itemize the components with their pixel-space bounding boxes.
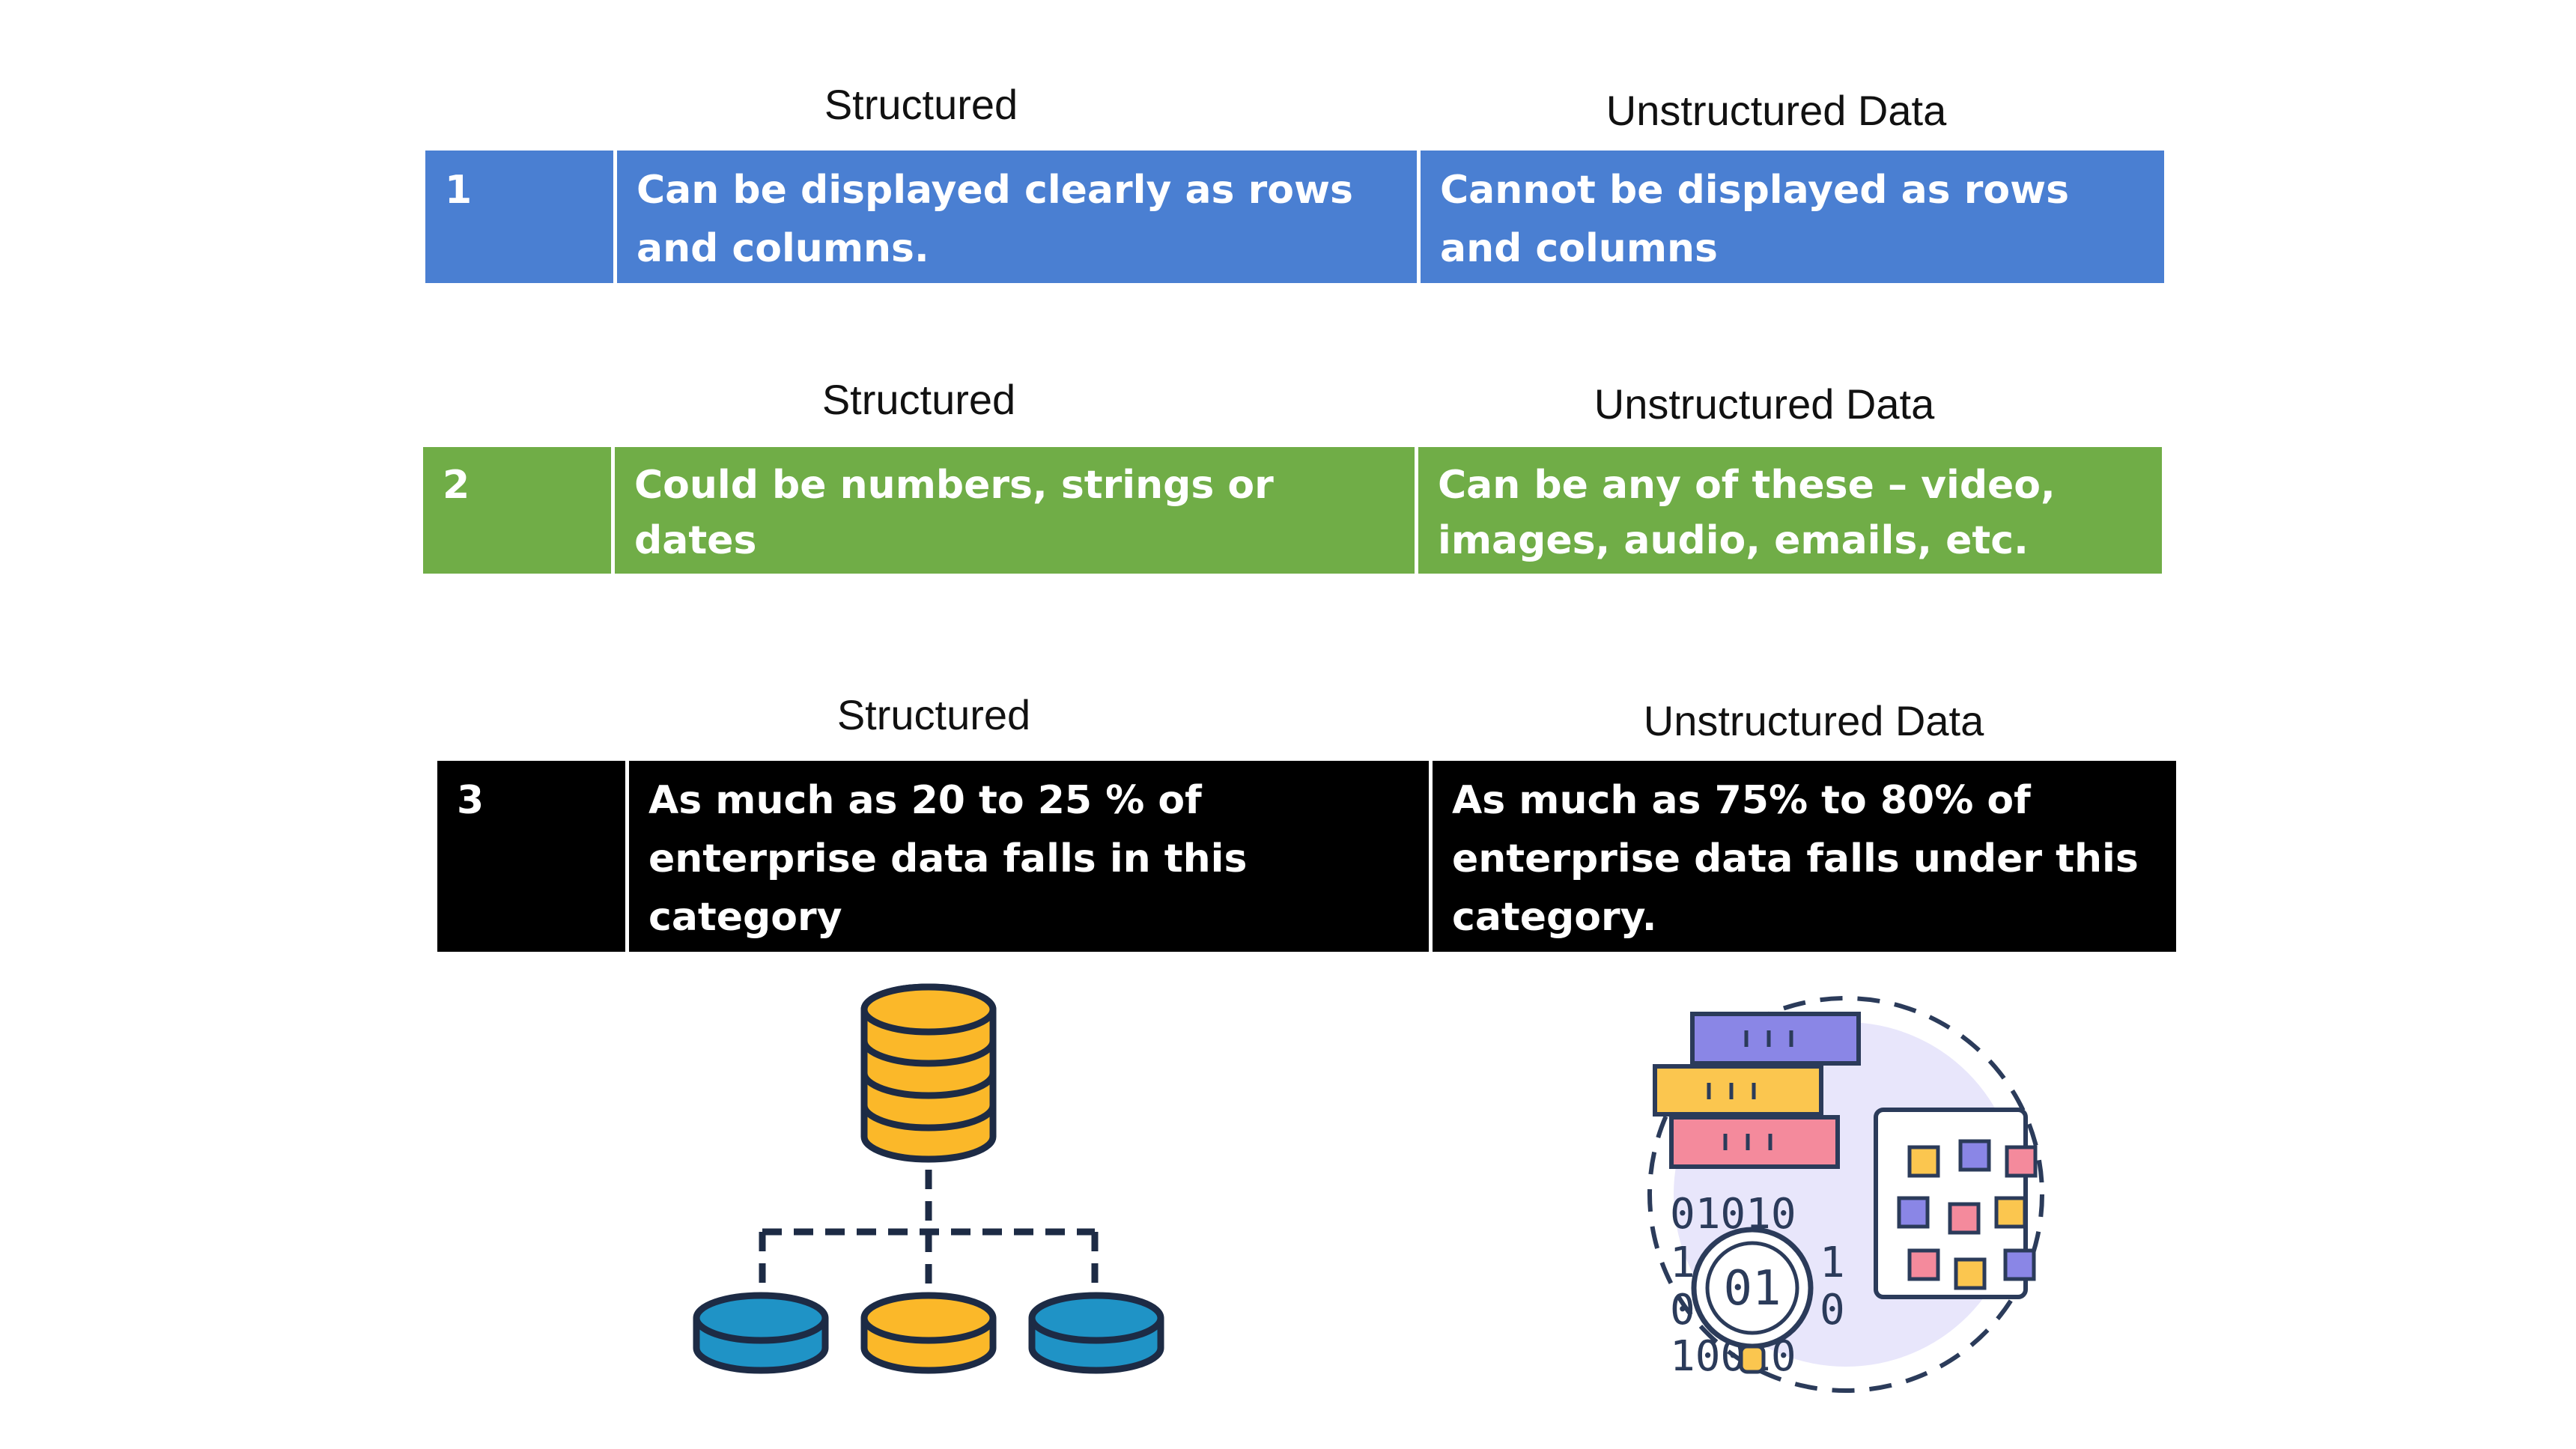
connector-lines (759, 1170, 1099, 1295)
section-2-structured-heading: Structured (821, 376, 1016, 423)
stacked-bars (1653, 1012, 1861, 1169)
section-2-number: 2 (423, 447, 615, 574)
section-1-row: 1 Can be displayed clearly as rows and c… (425, 151, 2164, 283)
database-hierarchy-icon (693, 983, 1164, 1374)
section-2-row: 2 Could be numbers, strings or dates Can… (423, 447, 2162, 574)
section-2-structured-text: Could be numbers, strings or dates (615, 447, 1418, 574)
section-3-number: 3 (437, 761, 629, 952)
section-3-row: 3 As much as 20 to 25 % of enterprise da… (437, 761, 2176, 952)
section-3-unstructured-text: As much as 75% to 80% of enterprise data… (1452, 778, 2139, 940)
section-1-unstructured-heading: Unstructured Data (1606, 87, 1947, 134)
lens-text: 01 (1723, 1261, 1781, 1316)
binary-row-2b: 1 (1820, 1239, 1845, 1287)
unstructured-data-icon: 01010 1 1 0 0 10010 01 (1647, 996, 2044, 1393)
binary-row-3b: 0 (1820, 1286, 1845, 1334)
dashed-orbit (1647, 996, 2044, 1393)
section-2-unstructured-text: Can be any of these – video, images, aud… (1438, 463, 2056, 563)
section-2-unstructured-heading: Unstructured Data (1594, 380, 1935, 428)
section-1-structured-heading: Structured (824, 81, 1018, 128)
bottom-database-right-icon (1028, 1292, 1164, 1374)
binary-row-2: 1 (1670, 1239, 1695, 1287)
section-3-unstructured-heading: Unstructured Data (1643, 697, 1984, 744)
section-1-unstructured-text: Cannot be displayed as rows and columns (1440, 168, 2070, 271)
binary-row-3: 0 (1670, 1286, 1695, 1334)
top-database-icon (860, 983, 997, 1163)
section-3-structured-heading: Structured (836, 691, 1031, 738)
magnifier-lens-icon: 01 (1691, 1227, 1814, 1374)
section-1-structured-text: Can be displayed clearly as rows and col… (617, 151, 1421, 283)
bottom-database-center-icon (860, 1292, 997, 1374)
section-1-number: 1 (425, 151, 617, 283)
bottom-database-left-icon (693, 1292, 829, 1374)
tile-grid (1874, 1108, 2038, 1299)
section-3-structured-text: As much as 20 to 25 % of enterprise data… (629, 761, 1433, 952)
